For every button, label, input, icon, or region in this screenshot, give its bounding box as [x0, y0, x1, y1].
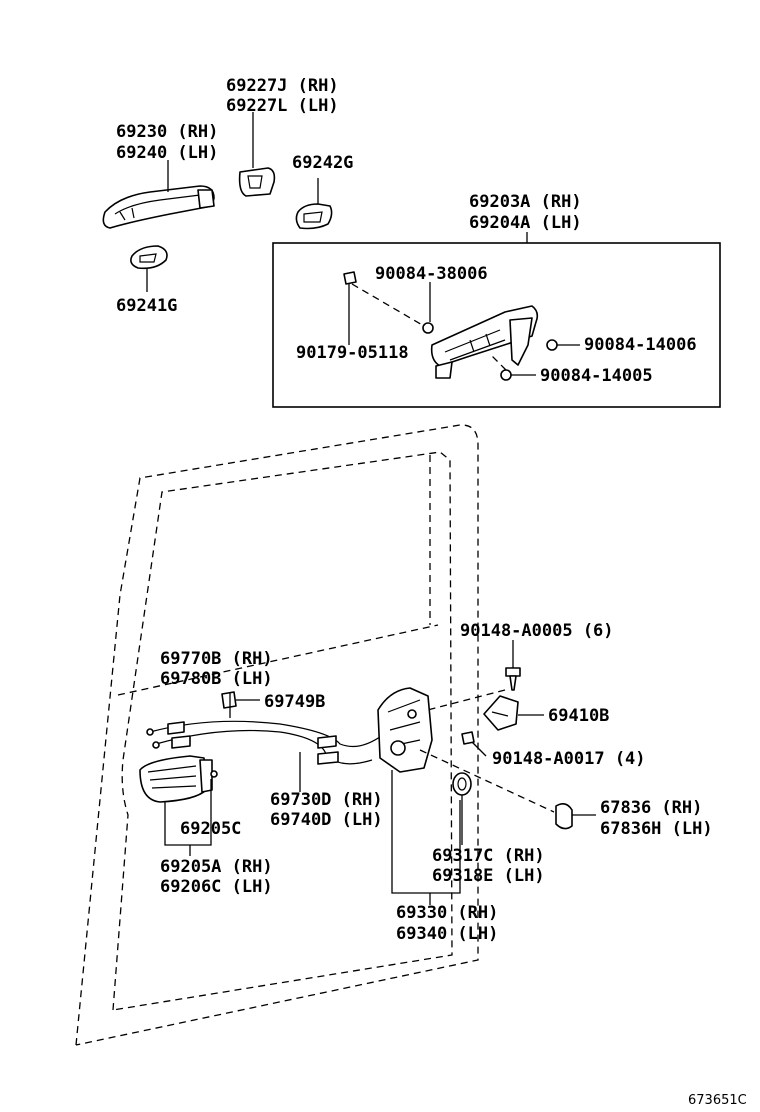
- label-90179-05118: 90179-05118: [296, 343, 409, 363]
- label-69317c: 69317C (RH): [432, 846, 545, 866]
- screw-part: [419, 640, 521, 713]
- label-69241g: 69241G: [116, 296, 177, 316]
- label-90148-a0005: 90148-A0005 (6): [460, 621, 614, 641]
- label-67836: 67836 (RH): [600, 798, 702, 818]
- door-outline: [75, 424, 479, 1046]
- label-69740d: 69740D (LH): [270, 810, 383, 830]
- label-69318e: 69318E (LH): [432, 866, 545, 886]
- handle-cover-part: [238, 112, 276, 197]
- inside-handle-part: [139, 755, 218, 856]
- label-69780b: 69780B (LH): [160, 669, 273, 689]
- cable-clip-part: [221, 691, 260, 709]
- label-69203a: 69203A (RH): [469, 192, 582, 212]
- label-69204a: 69204A (LH): [469, 213, 582, 233]
- label-69240: 69240 (LH): [116, 143, 218, 163]
- label-69730d: 69730D (RH): [270, 790, 383, 810]
- label-69230: 69230 (RH): [116, 122, 218, 142]
- label-69340: 69340 (LH): [396, 924, 498, 944]
- label-69227l: 69227L (LH): [226, 96, 339, 116]
- label-90084-38006: 90084-38006: [375, 264, 488, 284]
- label-69205a: 69205A (RH): [160, 857, 273, 877]
- striker-screw-part: [461, 731, 487, 757]
- door-lock-part: [377, 687, 461, 905]
- label-69410b: 69410B: [548, 706, 609, 726]
- label-90084-14006: 90084-14006: [584, 335, 697, 355]
- label-69242g: 69242G: [292, 153, 353, 173]
- outside-handle-part: [102, 160, 215, 229]
- lock-striker-part: [483, 695, 544, 731]
- label-69770b: 69770B (RH): [160, 649, 273, 669]
- diagram-id: 673651C: [688, 1093, 747, 1108]
- label-69330: 69330 (RH): [396, 903, 498, 923]
- label-90084-14005: 90084-14005: [540, 366, 653, 386]
- handle-gasket-part: [130, 245, 168, 292]
- label-69205c: 69205C: [180, 819, 241, 839]
- lock-seal-part: [452, 772, 472, 845]
- lock-cable-part: [146, 692, 385, 792]
- inside-handle-assembly-box: [272, 232, 721, 408]
- handle-pad-part: [295, 178, 333, 230]
- label-69227j: 69227J (RH): [226, 76, 339, 96]
- grommet-part: [419, 749, 596, 830]
- label-69749b: 69749B: [264, 692, 325, 712]
- label-67836h: 67836H (LH): [600, 819, 713, 839]
- label-69206c: 69206C (LH): [160, 877, 273, 897]
- label-90148-a0017: 90148-A0017 (4): [492, 749, 646, 769]
